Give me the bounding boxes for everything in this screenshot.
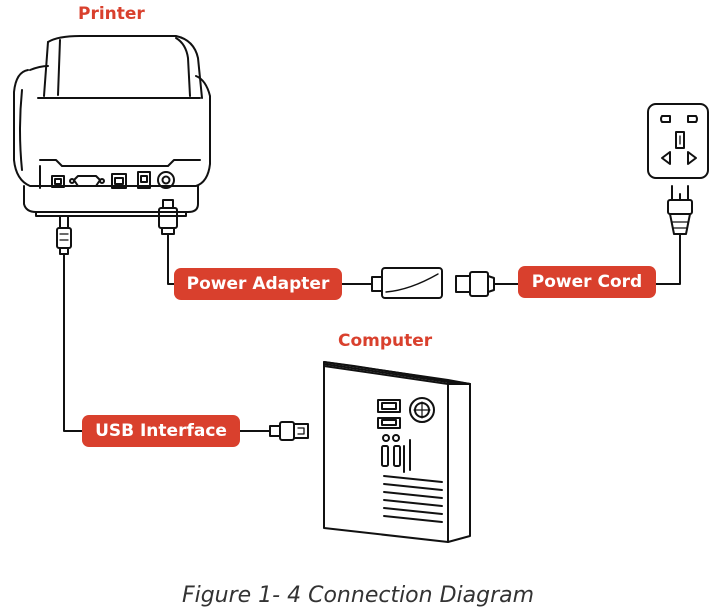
adapter-dc-cable bbox=[167, 233, 175, 285]
wall-socket-icon bbox=[647, 103, 709, 179]
power-plug-icon bbox=[455, 271, 519, 297]
printer-heading: Printer bbox=[78, 4, 145, 24]
usb-b-connector-icon bbox=[56, 215, 72, 255]
printer-icon bbox=[13, 35, 211, 217]
mains-plug-icon bbox=[667, 185, 693, 235]
usb-a-connector-icon bbox=[269, 421, 309, 441]
power-cord-tag: Power Cord bbox=[518, 266, 656, 298]
power-cord-cable bbox=[655, 233, 681, 285]
figure-caption: Figure 1- 4 Connection Diagram bbox=[181, 583, 535, 608]
power-adapter-tag: Power Adapter bbox=[174, 268, 342, 300]
power-adapter-brick-icon bbox=[371, 267, 443, 299]
usb-cable bbox=[63, 253, 83, 432]
computer-tower-icon bbox=[323, 361, 471, 543]
computer-heading: Computer bbox=[338, 331, 433, 351]
usb-interface-tag: USB Interface bbox=[82, 415, 240, 447]
